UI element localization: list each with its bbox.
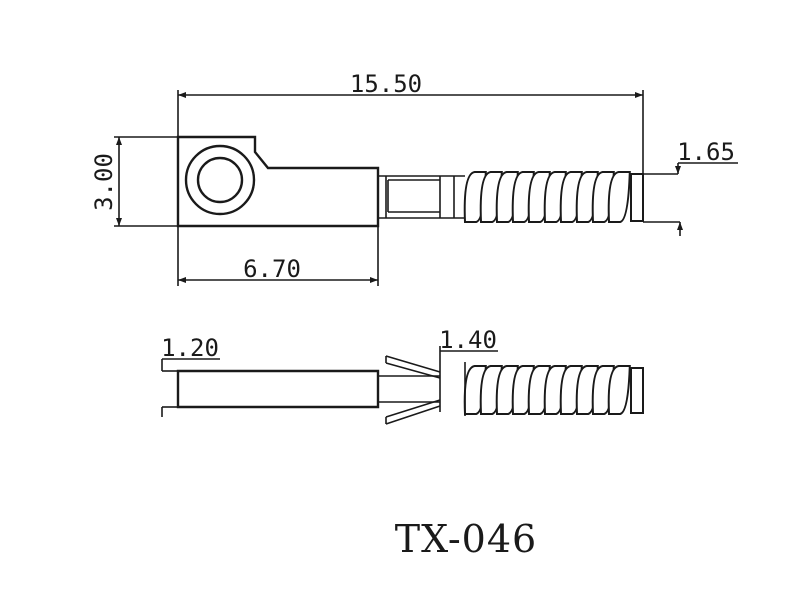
side-body-outline	[176, 369, 380, 409]
dimension-label-spring-diameter: 1.65	[677, 138, 735, 166]
spring-end-cap	[630, 173, 644, 222]
dimension-spring-diameter: 1.65	[643, 138, 738, 236]
spring-coils-side	[463, 365, 631, 415]
side-spring-end-cap	[630, 367, 644, 414]
dimension-label-thickness: 1.20	[161, 334, 219, 362]
dimension-label-body-length: 6.70	[243, 255, 301, 283]
top-view	[176, 135, 644, 228]
dimension-label-spring-wire: 1.40	[439, 326, 497, 354]
crimp-wing-top	[385, 355, 441, 379]
dimension-label-total-length: 15.50	[350, 70, 422, 98]
dimension-total-length: 15.50	[177, 70, 644, 174]
spring-coil	[607, 365, 631, 415]
eyelet-outer	[184, 144, 256, 216]
side-barrel	[378, 375, 440, 403]
dimension-thickness: 1.20	[161, 334, 220, 417]
terminal-body-outline	[176, 135, 380, 228]
spring-coil	[607, 171, 631, 223]
dimension-spring-wire: 1.40	[439, 326, 498, 416]
dimension-height: 3.00	[90, 136, 178, 227]
eyelet-inner	[196, 156, 244, 204]
side-view	[176, 355, 644, 425]
spring-coils-top	[463, 171, 631, 223]
dimension-body-length: 6.70	[177, 226, 379, 286]
crimp-wing-bottom	[385, 399, 441, 425]
dimension-label-height: 3.00	[90, 153, 118, 211]
part-number: TX-046	[395, 517, 537, 561]
crimp-barrel	[378, 175, 465, 219]
